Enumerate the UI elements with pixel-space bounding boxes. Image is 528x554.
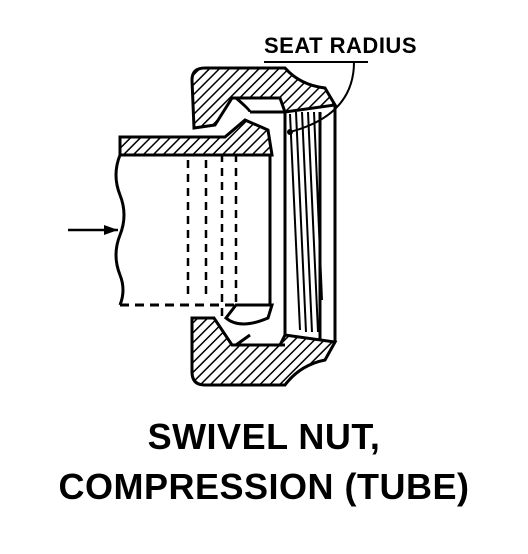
tube-wall-section xyxy=(118,118,275,326)
nut-lower-section xyxy=(190,316,338,387)
flow-arrow xyxy=(68,225,118,235)
nut-upper-section xyxy=(190,66,338,130)
seat-radius-label: SEAT RADIUS xyxy=(264,33,417,58)
seat-radius-leader xyxy=(264,61,368,135)
tube xyxy=(114,140,272,320)
thread-bore xyxy=(235,96,337,347)
caption-line-2: COMPRESSION (TUBE) xyxy=(58,466,470,507)
caption-line-1: SWIVEL NUT, xyxy=(147,416,381,457)
